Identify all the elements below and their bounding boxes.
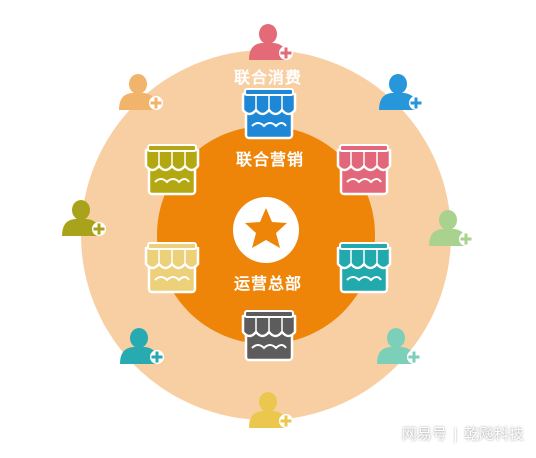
watermark: 网易号 | 乾飚科技 [402, 423, 524, 444]
outer-ring-label: 联合消费 [233, 68, 302, 87]
store-lower-left-storefront-icon [144, 242, 200, 294]
center-label: 运营总部 [233, 274, 302, 293]
watermark-source: 网易号 [401, 425, 447, 443]
user-lower-left-add-user-icon [120, 328, 164, 364]
user-left-add-user-icon [62, 200, 106, 236]
user-top-add-user-icon [249, 24, 293, 60]
inner-ring-label: 联合营销 [235, 150, 304, 169]
users-layer [62, 24, 473, 428]
user-right-add-user-icon [429, 210, 473, 246]
user-lower-right-add-user-icon [377, 328, 421, 364]
star-icon [245, 208, 287, 248]
stores-layer [144, 88, 392, 362]
watermark-author: 乾飚科技 [463, 425, 524, 443]
store-top-storefront-icon [241, 88, 297, 140]
user-upper-left-add-user-icon [119, 74, 163, 110]
store-bottom-storefront-icon [241, 310, 297, 362]
watermark-separator: | [452, 425, 458, 443]
user-upper-right-add-user-icon [379, 74, 423, 110]
user-bottom-add-user-icon [249, 392, 293, 428]
store-upper-left-storefront-icon [144, 144, 200, 196]
store-lower-right-storefront-icon [336, 242, 392, 294]
store-upper-right-storefront-icon [336, 144, 392, 196]
